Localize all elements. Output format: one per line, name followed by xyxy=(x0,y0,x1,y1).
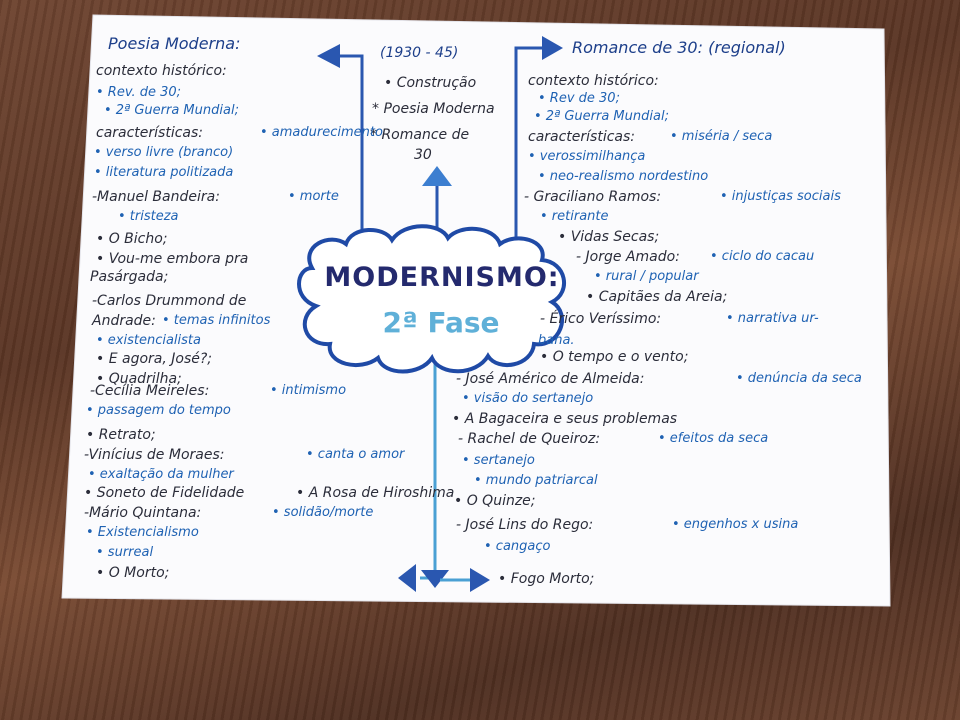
left-note-line: • A Rosa de Hiroshima xyxy=(296,485,455,501)
connector-right xyxy=(514,46,543,240)
left-note-line: • Retrato; xyxy=(86,427,156,443)
center-subtitle: 2ª Fase xyxy=(382,306,500,339)
right-note-line: • verossimilhança xyxy=(528,149,646,164)
left-note-line: -Vinícius de Moraes: xyxy=(84,447,225,463)
left-note-line: • literatura politizada xyxy=(94,165,234,180)
arrow-down-right-icon xyxy=(470,568,490,592)
right-note-line: • injustiças sociais xyxy=(720,189,841,204)
left-note-line: • intimismo xyxy=(270,383,347,398)
right-note-line: • mundo patriarcal xyxy=(474,473,598,488)
right-note-line: - Jorge Amado: xyxy=(576,249,680,265)
left-note-line: -Cecília Meireles: xyxy=(90,383,210,399)
right-note-line: - Graciliano Ramos: xyxy=(524,189,662,205)
arrow-down-icon xyxy=(421,570,449,588)
right-note-line: • denúncia da seca xyxy=(736,371,862,386)
right-note-line: • O tempo e o vento; xyxy=(540,349,689,365)
left-note-line: • O Morto; xyxy=(96,565,170,581)
right-note-line: - Érico Veríssimo: xyxy=(540,311,662,327)
right-note-line: contexto histórico: xyxy=(528,73,659,89)
center-title: MODERNISMO: xyxy=(324,262,560,293)
arrow-down-left-icon xyxy=(398,564,416,592)
left-note-line: contexto histórico: xyxy=(96,63,227,79)
left-note-line: características: xyxy=(96,125,204,141)
left-note-line: • temas infinitos xyxy=(162,313,271,328)
left-note-line: • canta o amor xyxy=(306,447,405,462)
left-note-line: • E agora, José?; xyxy=(96,351,213,367)
right-note-line: • retirante xyxy=(540,209,609,224)
left-note-line: • Soneto de Fidelidade xyxy=(84,485,245,501)
left-note-line: • tristeza xyxy=(118,209,179,224)
right-heading: Romance de 30: (regional) xyxy=(572,38,786,57)
left-note-line: • Existencialismo xyxy=(86,525,199,540)
left-note-line: • amadurecimento xyxy=(260,125,383,140)
left-heading: Poesia Moderna: xyxy=(108,34,241,53)
right-note-line: características: xyxy=(528,129,636,145)
left-note-line: • Vou-me embora pra xyxy=(96,251,249,267)
left-note-line: • morte xyxy=(288,189,339,204)
right-note-line: • Vidas Secas; xyxy=(558,229,660,245)
right-note-line: • efeitos da seca xyxy=(658,431,769,446)
right-note-line: • 2ª Guerra Mundial; xyxy=(534,109,669,124)
left-note-line: • Quadrilha; xyxy=(96,371,182,387)
right-note-line: • neo-realismo nordestino xyxy=(538,169,709,184)
right-note-line: bana. xyxy=(538,333,575,348)
right-note-line: - Rachel de Queiroz: xyxy=(458,431,601,447)
left-note-line: • surreal xyxy=(96,545,154,560)
arrow-left-icon xyxy=(317,44,340,68)
left-note-line: Pasárgada; xyxy=(90,269,169,285)
right-note-line: • ciclo do cacau xyxy=(710,249,815,264)
right-note-line: • Fogo Morto; xyxy=(498,571,595,587)
right-note-line: - José Américo de Almeida: xyxy=(456,371,645,387)
top-item-1: • Construção xyxy=(384,75,477,91)
left-note-line: • Rev. de 30; xyxy=(96,85,182,100)
left-note-line: • verso livre (branco) xyxy=(94,145,234,160)
right-note-line: • engenhos x usina xyxy=(672,517,799,532)
right-note-line: • O Quinze; xyxy=(454,493,536,509)
right-note-line: • Rev de 30; xyxy=(538,91,620,106)
left-note-line: • passagem do tempo xyxy=(86,403,231,418)
right-note-line: • narrativa ur- xyxy=(726,311,819,326)
left-note-line: • solidão/morte xyxy=(272,505,374,520)
right-note-line: • Capitães da Areia; xyxy=(586,289,728,305)
right-note-line: • A Bagaceira e seus problemas xyxy=(452,411,678,427)
arrow-right-icon xyxy=(542,36,563,60)
connector-left xyxy=(338,54,364,238)
right-note-line: - José Lins do Rego: xyxy=(456,517,594,533)
period-label: (1930 - 45) xyxy=(380,45,459,61)
cloud-shape xyxy=(297,224,566,374)
left-note-line: • 2ª Guerra Mundial; xyxy=(104,103,239,118)
right-note-line: • sertanejo xyxy=(462,453,535,468)
left-note-line: -Manuel Bandeira: xyxy=(92,189,220,205)
right-note-line: • cangaço xyxy=(484,539,551,554)
top-item-3: * Romance de xyxy=(370,127,470,143)
right-note-line: • visão do sertanejo xyxy=(462,391,594,406)
left-note-line: -Mário Quintana: xyxy=(84,505,202,521)
left-note-line: • exaltação da mulher xyxy=(88,467,234,482)
top-item-2: * Poesia Moderna xyxy=(372,101,495,117)
top-item-4: 30 xyxy=(414,147,432,163)
left-note-line: • existencialista xyxy=(96,333,201,348)
right-note-line: • miséria / seca xyxy=(670,129,773,144)
left-note-line: • O Bicho; xyxy=(96,231,168,247)
arrow-up-icon xyxy=(422,166,452,186)
left-note-line: -Carlos Drummond de xyxy=(92,293,247,309)
right-note-line: • rural / popular xyxy=(594,269,699,284)
left-note-line: Andrade: xyxy=(92,313,156,329)
